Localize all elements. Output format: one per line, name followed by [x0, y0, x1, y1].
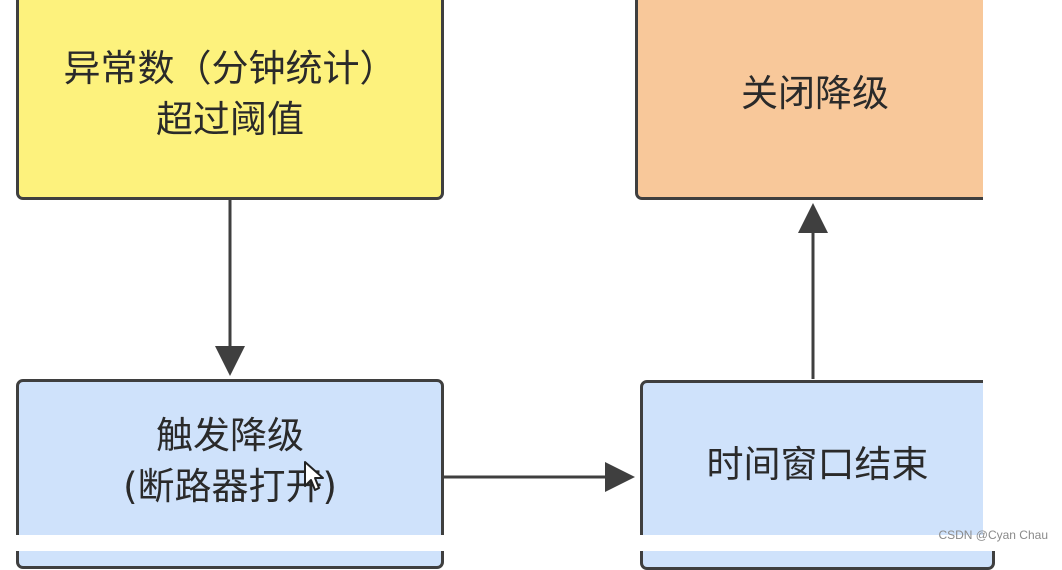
node-anomaly-line2: 超过阈值 — [156, 98, 304, 141]
node-anomaly-threshold: 异常数（分钟统计） 超过阈值 — [16, 0, 444, 200]
node-anomaly-line1: 异常数（分钟统计） — [63, 46, 397, 90]
mouse-pointer-icon — [304, 461, 324, 491]
node-window-label: 时间窗口结束 — [706, 443, 929, 487]
watermark: CSDN @Cyan Chau — [938, 528, 1048, 542]
bottom-edge-whitespace — [0, 535, 1062, 551]
node-close-degradation: 关闭降级 — [635, 0, 995, 200]
node-trigger-line2: (断路器打开) — [123, 465, 337, 508]
node-trigger-line1: 触发降级 — [156, 413, 304, 457]
diagram-connectors — [215, 200, 828, 492]
node-close-label: 关闭降级 — [741, 72, 889, 116]
right-edge-whitespace — [983, 0, 1062, 551]
